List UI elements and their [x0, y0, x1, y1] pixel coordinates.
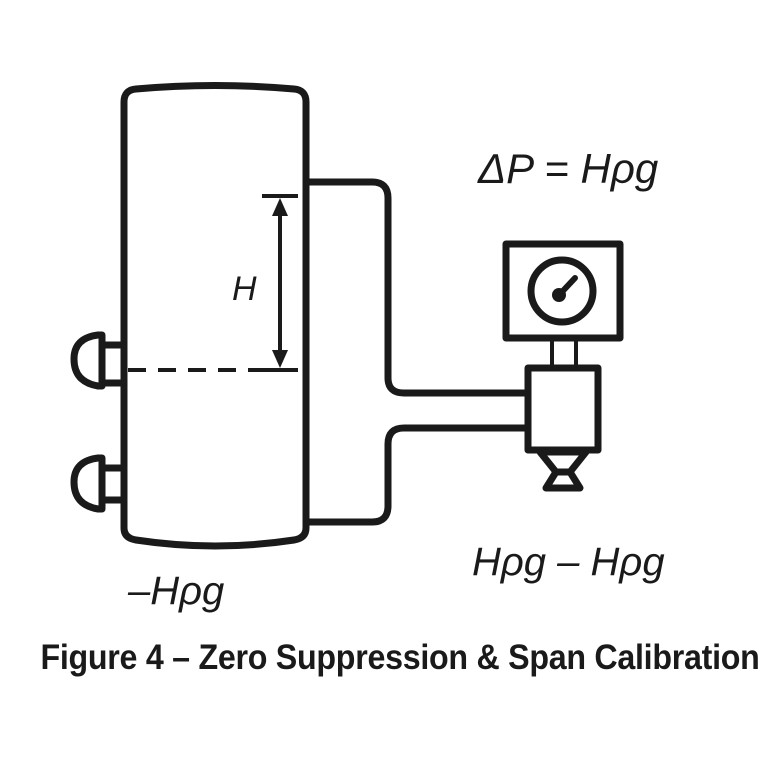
gauge-dial-icon	[527, 256, 597, 326]
upper-side-nozzle	[70, 331, 128, 390]
drain-valve-icon	[536, 448, 590, 492]
height-dimension-arrow	[262, 194, 298, 372]
figure-caption: Figure 4 – Zero Suppression & Span Calib…	[40, 638, 760, 677]
indicator-housing	[502, 240, 624, 342]
tank-vessel	[120, 82, 310, 550]
lower-side-nozzle	[70, 454, 128, 513]
equation-delta-p: ΔP = Hρg	[477, 145, 658, 192]
gauge-pivot-icon	[552, 288, 566, 302]
tank-zero-suppression-label: –Hρg	[127, 569, 224, 613]
low-side-impulse-line	[302, 424, 532, 526]
arrowhead-up-icon	[272, 198, 288, 216]
height-label: H	[232, 270, 257, 308]
transmitter-neck	[550, 338, 578, 368]
equation-pressure-difference: Hρg – Hρg	[472, 540, 665, 584]
high-side-impulse-line	[302, 178, 532, 397]
dp-transmitter-body	[524, 364, 602, 454]
arrowhead-down-icon	[272, 350, 288, 368]
